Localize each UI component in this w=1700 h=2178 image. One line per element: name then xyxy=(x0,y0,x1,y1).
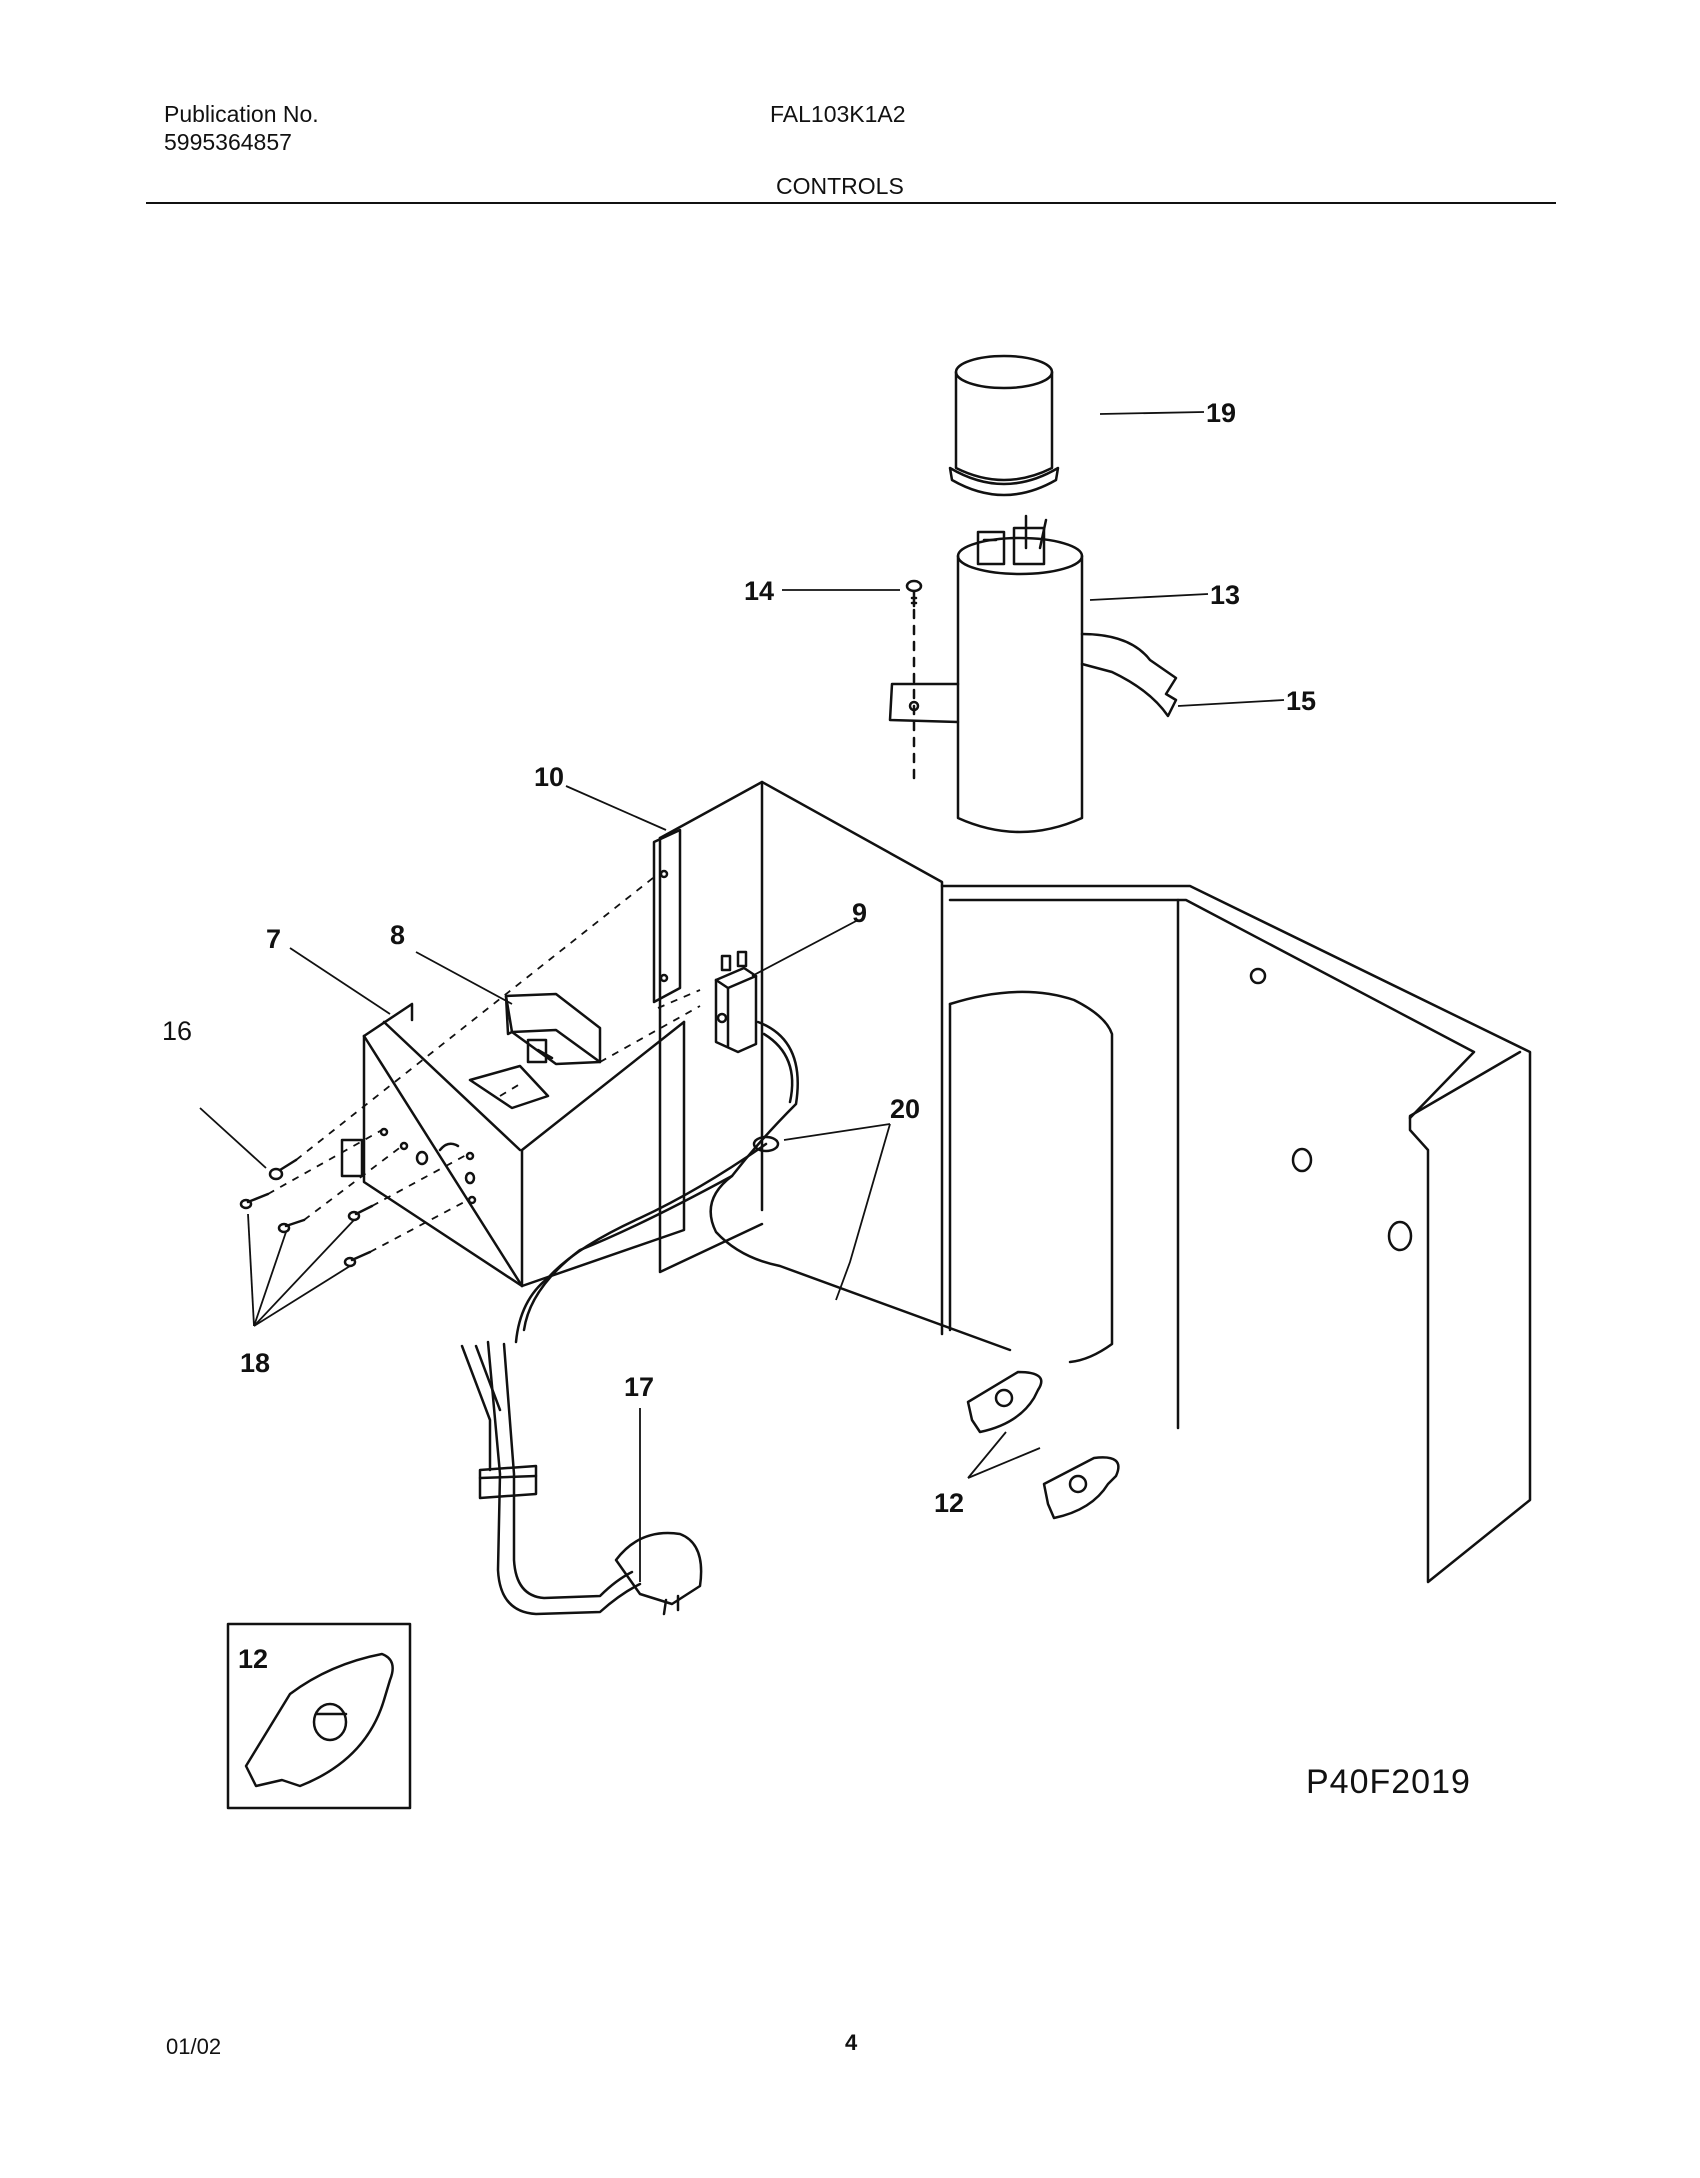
publication-label: Publication No. xyxy=(164,101,319,127)
clip-part-12 xyxy=(966,1370,1043,1434)
figure-code: P40F2019 xyxy=(1306,1763,1471,1801)
callout-14: 14 xyxy=(744,576,774,606)
curved-shroud xyxy=(948,990,1114,1364)
capacitor-part-13 xyxy=(956,514,1084,834)
power-cord-part-17 xyxy=(460,1340,703,1616)
switch-part-8 xyxy=(468,992,602,1110)
cabinet-panel xyxy=(658,780,1532,1584)
section-title: CONTROLS xyxy=(776,173,904,199)
terminal-part-9 xyxy=(714,950,758,1054)
callout-19: 19 xyxy=(1206,398,1236,428)
callout-15: 15 xyxy=(1286,686,1316,716)
screw-part-14 xyxy=(905,579,923,608)
header-rule xyxy=(146,202,1556,204)
exploded-guide-lines xyxy=(267,873,701,1253)
callout-20: 20 xyxy=(890,1094,920,1124)
model-number: FAL103K1A2 xyxy=(770,101,906,127)
screw-part-16 xyxy=(268,1158,298,1181)
sensor-wire-part-20 xyxy=(514,1020,1012,1352)
leader-lines xyxy=(199,411,1285,1582)
callout-13: 13 xyxy=(1210,580,1240,610)
screws-part-18 xyxy=(239,1192,374,1268)
callout-12-inset: 12 xyxy=(238,1644,268,1674)
clip-part-12-second xyxy=(1042,1456,1120,1520)
callout-18: 18 xyxy=(240,1348,270,1378)
control-box-part-7 xyxy=(340,1002,686,1288)
publication-number: 5995364857 xyxy=(164,129,292,155)
mounting-strap-part-15 xyxy=(1080,632,1178,718)
callout-16: 16 xyxy=(162,1016,192,1046)
strap-bracket xyxy=(888,682,960,724)
page-number: 4 xyxy=(845,2030,858,2055)
footer-date: 01/02 xyxy=(166,2034,222,2059)
callout-8: 8 xyxy=(390,920,405,950)
inset-detail-clip-12 xyxy=(226,1622,412,1810)
callout-7: 7 xyxy=(266,924,281,954)
callout-17: 17 xyxy=(624,1372,654,1402)
callout-9: 9 xyxy=(852,898,867,928)
capacitor-cap-part-19 xyxy=(948,354,1060,497)
callout-10: 10 xyxy=(534,762,564,792)
callout-12: 12 xyxy=(934,1488,964,1518)
bracket-part-10 xyxy=(652,828,682,1004)
